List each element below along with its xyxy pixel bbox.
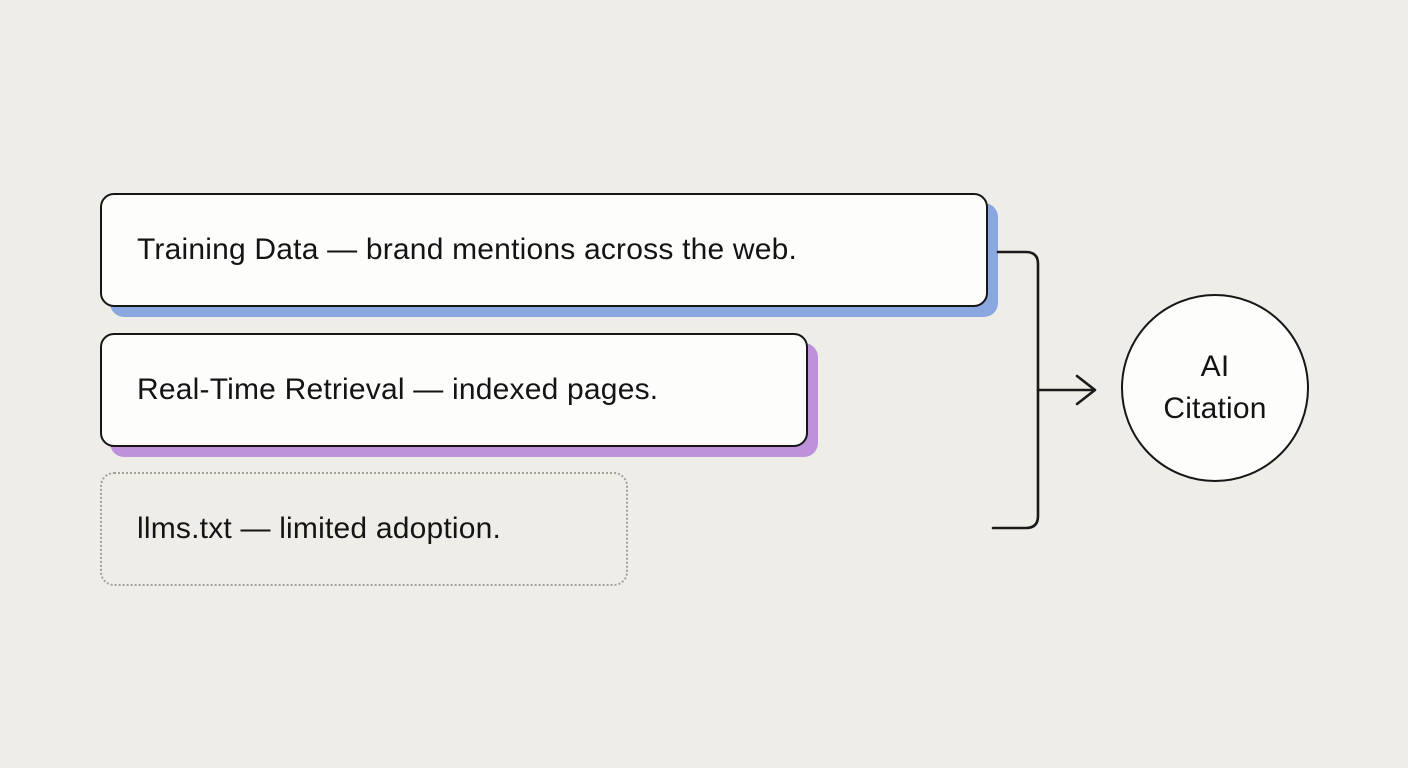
node-llms-txt: llms.txt — limited adoption. (100, 472, 628, 586)
node-ai-citation-line1: AI (1200, 350, 1230, 383)
node-llms-txt-label: llms.txt — limited adoption. (137, 512, 502, 545)
node-ai-citation: AI Citation (1121, 294, 1309, 482)
node-real-time-retrieval: Real-Time Retrieval — indexed pages. (100, 333, 808, 447)
bracket-path (991, 250, 1040, 530)
node-training-data: Training Data — brand mentions across th… (100, 193, 988, 307)
arrowhead-icon (1075, 374, 1097, 406)
node-ai-citation-line2: Citation (1163, 392, 1267, 425)
node-real-time-retrieval-label: Real-Time Retrieval — indexed pages. (137, 373, 659, 406)
node-training-data-label: Training Data — brand mentions across th… (137, 233, 798, 266)
